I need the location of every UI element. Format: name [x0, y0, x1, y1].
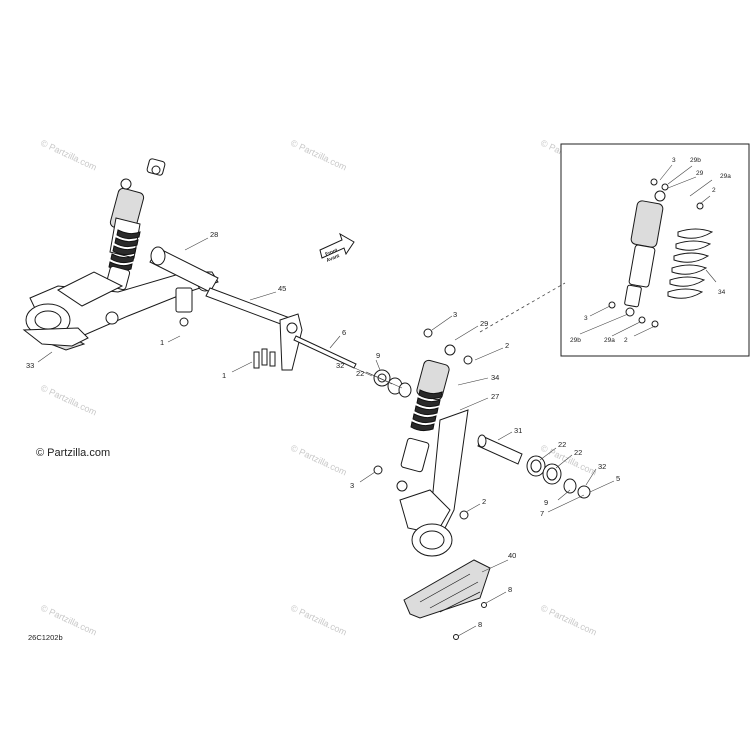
callout-31: 31: [514, 426, 522, 435]
right-swing-arm: [399, 409, 469, 557]
callout-34: 34: [491, 373, 499, 382]
callout-22: 22: [574, 448, 582, 457]
callout-7: 7: [540, 509, 544, 518]
arrow-label-front: Front: [325, 247, 339, 257]
right-axle: [477, 434, 523, 465]
shock-detail-inset: [479, 143, 750, 357]
callouts: 28 45 1 1 33 6 3 29 2 9 32 22 34 27 31 2…: [26, 230, 620, 629]
watermark: © Partzilla.com: [289, 443, 348, 478]
axle-rod: [293, 335, 357, 369]
watermark: © Partzilla.com: [39, 383, 98, 418]
inset-callout-2: 2: [712, 187, 716, 194]
callout-3: 3: [453, 310, 457, 319]
callout-32: 32: [598, 462, 606, 471]
crossmember-tube: [149, 246, 219, 293]
nuts: [373, 328, 487, 640]
callout-2: 2: [482, 497, 486, 506]
callout-1: 1: [222, 371, 226, 380]
callout-3: 3: [350, 481, 354, 490]
inset-callout-34: 34: [718, 289, 726, 296]
left-suspension-assembly: [22, 158, 357, 371]
callout-5: 5: [616, 474, 620, 483]
callout-6: 6: [342, 328, 346, 337]
left-swing-arm: [22, 271, 219, 351]
inset-callout-29b: 29b: [690, 157, 701, 164]
callout-8: 8: [508, 585, 512, 594]
inset-callout-29b: 29b: [570, 337, 581, 344]
diagram-code: 26C1202b: [28, 633, 63, 642]
callout-22: 22: [356, 369, 364, 378]
leader-lines: [37, 164, 717, 637]
callout-2: 2: [505, 341, 509, 350]
copyright-line: © Partzilla.com: [36, 447, 110, 459]
inset-shock: [624, 190, 666, 317]
inset-nuts: [608, 178, 704, 328]
watermark: © Partzilla.com: [39, 138, 98, 173]
callout-29: 29: [480, 319, 488, 328]
inset-callout-3: 3: [584, 315, 588, 322]
callout-8: 8: [478, 620, 482, 629]
front-direction-arrow: Front Avant: [319, 232, 355, 264]
inset-callout-2: 2: [624, 337, 628, 344]
callout-27: 27: [491, 392, 499, 401]
right-suspension-assembly: [373, 328, 591, 640]
callout-33: 33: [26, 361, 34, 370]
watermark: © Partzilla.com: [289, 603, 348, 638]
inset-spring: [667, 228, 714, 299]
right-shock-absorber: [396, 344, 456, 492]
arrow-label-avant: Avant: [326, 253, 341, 264]
callout-28: 28: [210, 230, 218, 239]
inset-callout-3: 3: [672, 157, 676, 164]
inset-callout-29a: 29a: [604, 337, 615, 344]
skid-plate: [403, 559, 491, 619]
watermark: © Partzilla.com: [289, 138, 348, 173]
callout-40: 40: [508, 551, 516, 560]
watermark: © Partzilla.com: [539, 603, 598, 638]
callout-45: 45: [278, 284, 286, 293]
inset-callouts: 3 29b 29 29a 2 34 3 29b 29a 2: [570, 157, 731, 344]
inset-callout-29a: 29a: [720, 173, 731, 180]
washers-left: [373, 369, 412, 398]
washers-right: [526, 455, 591, 499]
left-shock-absorber: [105, 158, 166, 291]
bolts: [253, 348, 276, 369]
inset-callout-29: 29: [696, 170, 704, 177]
callout-32: 32: [336, 361, 344, 370]
callout-22: 22: [558, 440, 566, 449]
copyright-text: © Partzilla.com: [36, 447, 110, 459]
callout-1: 1: [160, 338, 164, 347]
callout-9: 9: [544, 498, 548, 507]
callout-9: 9: [376, 351, 380, 360]
pivot-shaft: [205, 287, 303, 371]
